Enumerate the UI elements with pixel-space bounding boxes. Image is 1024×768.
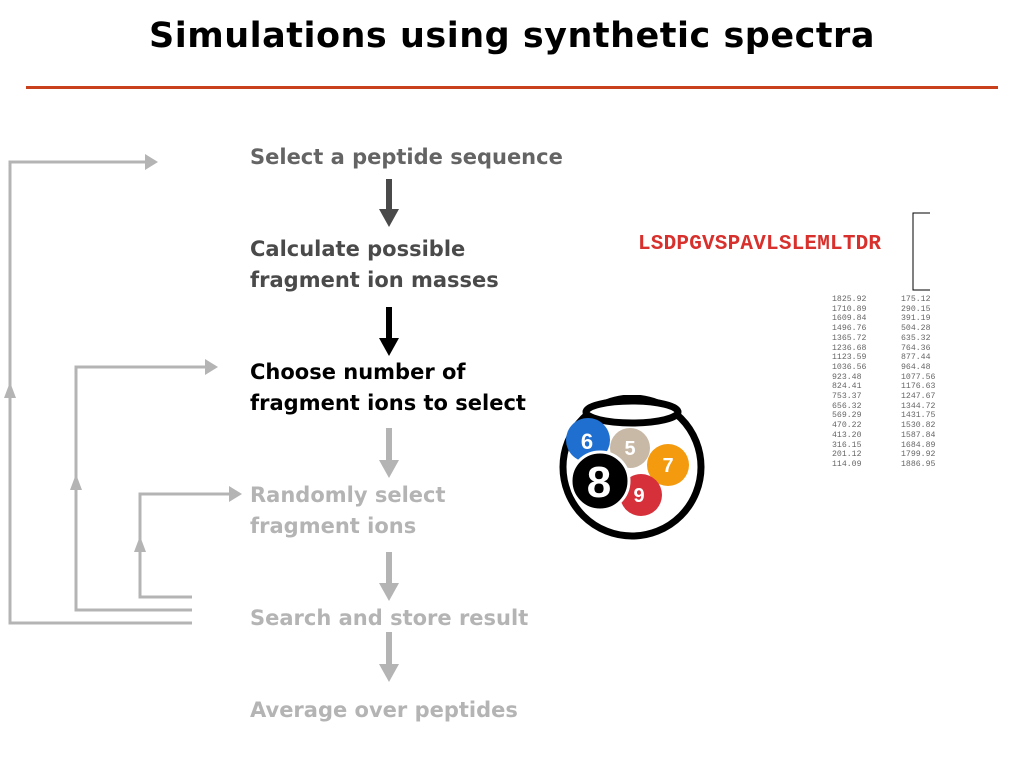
ball-5-label: 5 bbox=[624, 438, 635, 460]
ball-6-label: 6 bbox=[581, 429, 593, 454]
mass-right: 1886.95 bbox=[901, 460, 935, 469]
mass-left: 753.37 bbox=[832, 392, 901, 402]
lottery-bowl-icon: 6 5 7 9 8 bbox=[555, 395, 710, 540]
mass-right: 1587.84 bbox=[901, 431, 935, 440]
mass-right: 175.12 bbox=[901, 295, 930, 304]
ball-7-label: 7 bbox=[662, 455, 673, 477]
mass-right: 391.19 bbox=[901, 314, 930, 323]
mass-left: 201.12 bbox=[832, 450, 901, 460]
peptide-sequence: LSDPGVSPAVLSLEMLTDR bbox=[638, 233, 881, 256]
step-select-peptide: Select a peptide sequence bbox=[250, 142, 563, 173]
step-calculate-masses: Calculate possible fragment ion masses bbox=[250, 234, 499, 296]
loop-to-select-peptide bbox=[4, 154, 192, 623]
step-line: fragment ion masses bbox=[250, 265, 499, 296]
mass-left: 470.22 bbox=[832, 421, 901, 431]
mass-right: 1077.56 bbox=[901, 373, 935, 382]
mass-left: 316.15 bbox=[832, 441, 901, 451]
step-line: fragment ions bbox=[250, 511, 446, 542]
step-choose-number: Choose number of fragment ions to select bbox=[250, 357, 526, 419]
step-line: Randomly select bbox=[250, 480, 446, 511]
mass-left: 923.48 bbox=[832, 373, 901, 383]
ball-8-label: 8 bbox=[587, 458, 611, 507]
mass-left: 1609.84 bbox=[832, 314, 901, 324]
step-line: Average over peptides bbox=[250, 695, 518, 726]
mass-left: 1236.68 bbox=[832, 344, 901, 354]
mass-right: 764.36 bbox=[901, 344, 930, 353]
peptide-bracket bbox=[913, 213, 930, 290]
ball-9-label: 9 bbox=[633, 485, 644, 507]
step-line: fragment ions to select bbox=[250, 388, 526, 419]
mass-left: 114.09 bbox=[832, 460, 901, 470]
mass-right: 635.32 bbox=[901, 334, 930, 343]
mass-right: 1530.82 bbox=[901, 421, 935, 430]
down-arrow-3 bbox=[379, 428, 399, 478]
mass-right: 504.28 bbox=[901, 324, 930, 333]
mass-right: 1247.67 bbox=[901, 392, 935, 401]
down-arrow-4 bbox=[379, 552, 399, 601]
mass-right: 1344.72 bbox=[901, 402, 935, 411]
mass-right: 1799.92 bbox=[901, 450, 935, 459]
mass-left: 824.41 bbox=[832, 382, 901, 392]
down-arrow-1 bbox=[379, 179, 399, 227]
step-line: Choose number of bbox=[250, 357, 526, 388]
mass-left: 1496.76 bbox=[832, 324, 901, 334]
mass-left: 1710.89 bbox=[832, 305, 901, 315]
loop-to-choose-number bbox=[70, 359, 218, 610]
step-line: Search and store result bbox=[250, 603, 528, 634]
mass-right: 1684.89 bbox=[901, 441, 935, 450]
mass-right: 964.48 bbox=[901, 363, 930, 372]
down-arrow-5 bbox=[379, 632, 399, 682]
mass-left: 656.32 bbox=[832, 402, 901, 412]
step-line: Calculate possible bbox=[250, 234, 499, 265]
step-average: Average over peptides bbox=[250, 695, 518, 726]
mass-left: 1123.59 bbox=[832, 353, 901, 363]
mass-right: 1176.63 bbox=[901, 382, 935, 391]
down-arrow-2 bbox=[379, 307, 399, 356]
mass-left: 1825.92 bbox=[832, 295, 901, 305]
mass-left: 1036.56 bbox=[832, 363, 901, 373]
step-line: Select a peptide sequence bbox=[250, 142, 563, 173]
mass-left: 569.29 bbox=[832, 411, 901, 421]
step-search-store: Search and store result bbox=[250, 603, 528, 634]
step-random-select: Randomly select fragment ions bbox=[250, 480, 446, 542]
mass-left: 413.20 bbox=[832, 431, 901, 441]
mass-right: 877.44 bbox=[901, 353, 930, 362]
mass-left: 1365.72 bbox=[832, 334, 901, 344]
loop-to-random-select bbox=[134, 486, 242, 597]
mass-right: 1431.75 bbox=[901, 411, 935, 420]
mass-right: 290.15 bbox=[901, 305, 930, 314]
